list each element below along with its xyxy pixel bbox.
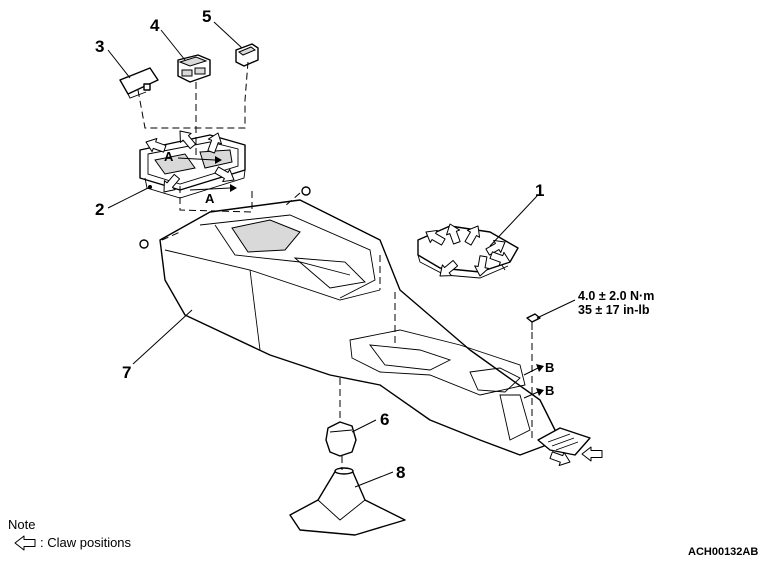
- callout-6: 6: [380, 410, 389, 429]
- ref-b-upper: B: [545, 360, 554, 375]
- small-switch: [235, 43, 259, 67]
- note-title: Note: [8, 517, 36, 532]
- callout-3: 3: [95, 37, 104, 56]
- shift-knob: [325, 421, 357, 457]
- callout-2: 2: [95, 200, 104, 219]
- figure-code: ACH00132AB: [688, 546, 759, 558]
- legend-claw-icon: [14, 535, 36, 551]
- torque-inlb: 35 ± 17 in-lb: [578, 303, 650, 317]
- ref-a-upper: A: [164, 149, 174, 164]
- note-legend: : Claw positions: [40, 535, 132, 550]
- torque-nm: 4.0 ± 2.0 N·m: [578, 289, 654, 303]
- shift-boot: [289, 467, 406, 536]
- assembly-lines: [137, 61, 533, 470]
- ref-a-lower: A: [205, 191, 215, 206]
- callout-5: 5: [202, 7, 211, 26]
- screw-left: [139, 239, 149, 249]
- rear-bracket: [537, 427, 591, 456]
- ref-b-lower: B: [545, 383, 554, 398]
- leader-lines: [107, 21, 576, 488]
- callout-1: 1: [535, 181, 544, 200]
- screw-right: [301, 186, 311, 196]
- switch-unit: [177, 54, 211, 83]
- callout-7: 7: [122, 363, 131, 382]
- ref-arrows: [177, 156, 544, 399]
- callout-4: 4: [150, 16, 160, 35]
- floor-console-body: [159, 199, 561, 456]
- callout-8: 8: [396, 463, 405, 482]
- screw-torque: [526, 313, 541, 330]
- small-cover: [119, 67, 159, 99]
